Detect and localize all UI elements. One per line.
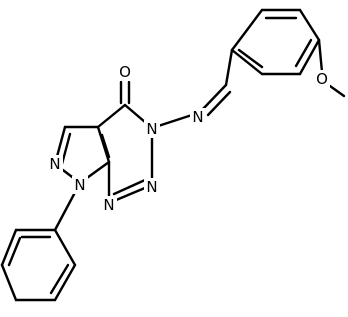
svg-text:N: N [49,155,60,173]
bond [294,38,313,68]
atom-label-n-triazine-3: N [144,120,160,138]
bond [53,228,77,267]
atom-label-o-methoxy: O [314,70,330,88]
bond [0,263,18,302]
bond [200,83,228,112]
bond [298,38,321,76]
bond [317,38,324,74]
bond [112,178,147,196]
atom-label-o-carbonyl: O [117,63,133,81]
svg-text:O: O [119,63,131,81]
atom-label-n-pyrazole-2: N [47,155,63,173]
bond [60,132,72,166]
svg-text:N: N [192,108,203,126]
bond [49,263,70,295]
bond [224,48,234,87]
atom-label-n-triazine-1: N [101,196,117,214]
svg-text:N: N [103,196,114,214]
atom-label-n-triazine-2: N [144,178,160,196]
bond [7,236,22,267]
bond [0,228,18,267]
bond [96,125,111,164]
bond [53,263,77,302]
svg-text:N: N [146,178,157,196]
svg-text:N: N [74,176,85,194]
svg-text:O: O [316,70,328,88]
bond [237,48,264,69]
bond [206,90,232,117]
bond [100,133,111,159]
bond [328,84,346,98]
bond [298,8,321,42]
svg-text:N: N [146,120,157,138]
bond [230,8,264,52]
bond [96,103,127,129]
atom-label-n-pyrazole-1: N [72,176,88,194]
bond [230,48,264,76]
atom-label-n-imine: N [190,108,206,126]
